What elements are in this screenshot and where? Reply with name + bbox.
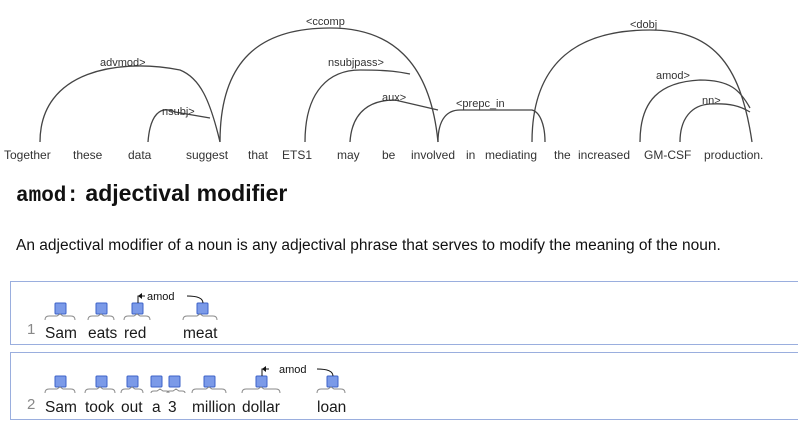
word: in [466, 148, 475, 162]
token: a [152, 399, 161, 416]
token: took [85, 399, 115, 416]
arc-aux [349, 99, 439, 143]
word: the [554, 148, 571, 162]
example-parse: amod Sam took out a 3 million dollar loa… [44, 364, 346, 416]
label-nn: nn> [702, 95, 721, 107]
relation-code: amod [16, 185, 67, 208]
arc-ccomp [219, 27, 439, 143]
token: eats [88, 325, 118, 342]
word: GM-CSF [644, 148, 691, 162]
token: out [121, 399, 143, 416]
example-number: 2 [27, 396, 36, 413]
token: loan [317, 399, 346, 416]
arc-dobj [531, 29, 753, 143]
word: production. [704, 148, 763, 162]
label-amod: amod> [656, 70, 690, 82]
arc-nn [679, 103, 751, 143]
label-nsubj: nsubj> [162, 106, 195, 118]
word: be [382, 148, 396, 162]
label-dobj: <dobj [630, 19, 657, 31]
token-node[interactable] [95, 375, 108, 388]
word: ETS1 [282, 148, 312, 162]
relation-name: adjectival modifier [85, 180, 288, 206]
label-advmod: advmod> [100, 57, 146, 69]
token-node[interactable] [196, 302, 209, 315]
token-node[interactable] [54, 375, 67, 388]
label-aux: aux> [382, 92, 406, 104]
token-node[interactable] [126, 375, 139, 388]
heading-colon: : [66, 185, 80, 208]
label-ccomp: <ccomp [306, 16, 345, 28]
word: these [73, 148, 103, 162]
example-box: 1 amod Sam eats red meat [10, 281, 798, 345]
word: increased [578, 148, 630, 162]
arc-label: amod [147, 291, 175, 303]
label-prepc-in: <prepc_in [456, 98, 505, 110]
page-title: amod: adjectival modifier [16, 180, 287, 208]
token-node[interactable] [131, 302, 144, 315]
word: suggest [186, 148, 229, 162]
word: that [248, 148, 269, 162]
token: Sam [45, 325, 77, 342]
token: Sam [45, 399, 77, 416]
label-nsubjpass: nsubjpass> [328, 57, 384, 69]
arc-prepc-in [437, 109, 546, 143]
arc-label: amod [279, 364, 307, 376]
arc-amod [639, 79, 751, 143]
example-box: 2 amod Sam took out a 3 million [10, 352, 798, 420]
token: meat [183, 325, 218, 342]
token-node[interactable] [150, 375, 163, 388]
dependency-parse-figure: advmod> nsubj> <ccomp nsubjpass> aux> <p… [4, 16, 763, 162]
example-parse: amod Sam eats red meat [44, 291, 218, 342]
token: red [124, 325, 146, 342]
token: dollar [242, 399, 280, 416]
token: 3 [168, 399, 177, 416]
token-node[interactable] [95, 302, 108, 315]
relation-description: An adjectival modifier of a noun is any … [16, 237, 721, 254]
token-node[interactable] [54, 302, 67, 315]
arc-advmod [39, 65, 221, 143]
token: million [192, 399, 236, 416]
arc-nsubj [147, 109, 211, 143]
example-number: 1 [27, 321, 36, 338]
token-node[interactable] [203, 375, 216, 388]
word: Together [4, 148, 51, 162]
token-node[interactable] [255, 375, 268, 388]
word: data [128, 148, 152, 162]
token-node[interactable] [168, 375, 181, 388]
token-node[interactable] [326, 375, 339, 388]
word: mediating [485, 148, 537, 162]
arc-nsubjpass [304, 69, 411, 143]
word: may [337, 148, 360, 162]
word: involved [411, 148, 455, 162]
